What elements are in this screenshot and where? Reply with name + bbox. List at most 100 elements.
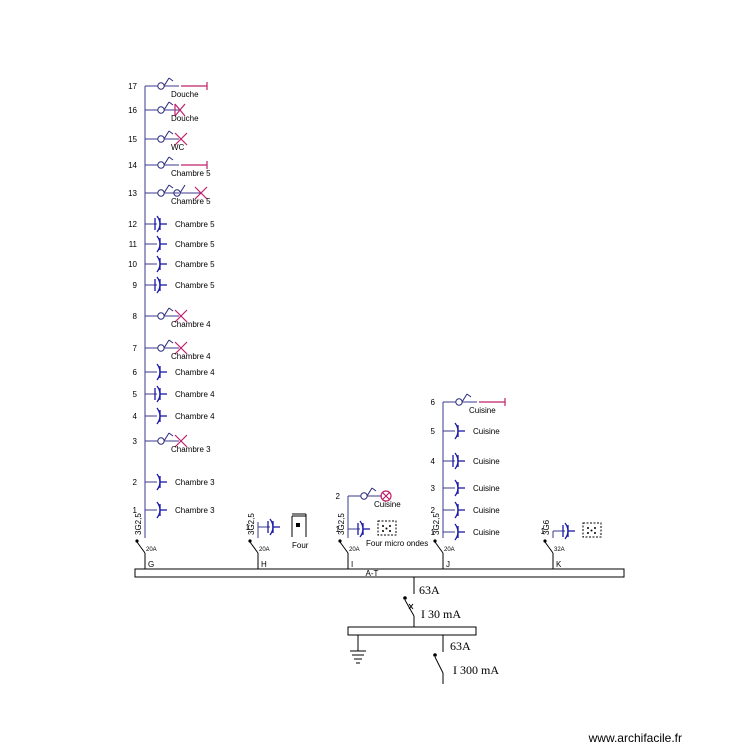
branch-breaker — [135, 539, 146, 569]
circuit: 12 Chambre 5 — [128, 215, 215, 233]
circuit-label: Cuisine — [473, 457, 500, 466]
busbar-label: A-T — [366, 569, 379, 578]
circuit-label: Chambre 5 — [175, 240, 215, 249]
breaker-rating: 20A — [349, 547, 360, 553]
circuit-number: 7 — [133, 344, 138, 353]
feed-breaker — [433, 635, 444, 684]
circuit-label: Cuisine — [473, 484, 500, 493]
circuit-number: 4 — [133, 412, 138, 421]
cable-spec: 3G2,5 — [134, 513, 143, 535]
watermark: www.archifacile.fr — [588, 731, 682, 745]
cable-spec: 3G6 — [542, 519, 551, 535]
main-breaker-rating: 63A — [419, 583, 440, 597]
circuit-label: Cuisine — [473, 506, 500, 515]
feed-breaker-diff: I 300 mA — [453, 663, 499, 677]
supply-busbar — [347, 626, 477, 636]
circuit-number: 16 — [128, 106, 137, 115]
circuit-label: Chambre 5 — [175, 220, 215, 229]
circuit: 9 Chambre 5 — [133, 276, 215, 294]
circuit-number: 1 — [133, 506, 138, 515]
circuit: 1 Cuisine — [431, 523, 500, 541]
cable-spec: 3G2,5 — [337, 513, 346, 535]
earth-icon — [350, 635, 366, 664]
circuit-number: 2 — [431, 506, 436, 515]
branch-breaker — [338, 539, 349, 569]
branch-breaker — [433, 539, 444, 569]
circuit-label: Chambre 5 — [171, 197, 211, 206]
branch-breaker — [543, 539, 554, 569]
circuit-number: 4 — [431, 457, 436, 466]
circuit-label: Chambre 4 — [175, 368, 215, 377]
breaker-rating: 20A — [444, 547, 455, 553]
circuit-label: Chambre 3 — [175, 506, 215, 515]
circuit-number: 10 — [128, 260, 137, 269]
circuit-label: Four micro ondes — [366, 539, 428, 548]
circuit-number: 17 — [128, 82, 137, 91]
branch-letter: H — [261, 560, 267, 569]
circuit-label: Chambre 4 — [175, 412, 215, 421]
circuit-label: Cuisine — [374, 500, 401, 509]
circuit-number: 1 — [246, 523, 251, 532]
circuit-number: 9 — [133, 281, 138, 290]
branch-letter: J — [446, 560, 450, 569]
circuit-label: Chambre 4 — [171, 352, 211, 361]
main-busbar — [134, 568, 625, 578]
circuit-label: Chambre 5 — [175, 281, 215, 290]
circuit: 1 — [541, 522, 602, 540]
circuit-number: 14 — [128, 161, 137, 170]
circuit-number: 12 — [128, 220, 137, 229]
feed-breaker-rating: 63A — [450, 639, 471, 653]
circuit-label: Douche — [171, 114, 199, 123]
circuit-label: Chambre 5 — [171, 169, 211, 178]
circuit-label: Cuisine — [473, 528, 500, 537]
circuit: 1 Chambre 3 — [133, 501, 215, 519]
circuit-number: 8 — [133, 312, 138, 321]
circuit-number: 11 — [129, 240, 138, 249]
circuit-label: Chambre 4 — [175, 390, 215, 399]
circuit-label: WC — [171, 143, 185, 152]
circuit-label: Four — [292, 541, 309, 550]
circuit: 11 Chambre 5 — [129, 235, 215, 253]
circuit-number: 3 — [133, 437, 138, 446]
circuit-number: 13 — [128, 189, 137, 198]
circuit-number: 5 — [133, 390, 138, 399]
circuit-number: 1 — [336, 525, 341, 534]
circuit-label: Chambre 5 — [175, 260, 215, 269]
breaker-rating: 20A — [259, 547, 270, 553]
branch-letter: I — [351, 560, 353, 569]
circuit-label: Chambre 4 — [171, 320, 211, 329]
branch-letter: G — [148, 560, 154, 569]
circuit-label: Chambre 3 — [175, 478, 215, 487]
circuit-number: 2 — [336, 492, 341, 501]
main-breaker — [403, 577, 415, 627]
circuit-number: 6 — [133, 368, 138, 377]
circuit-number: 1 — [431, 528, 436, 537]
circuit: 5 Chambre 4 — [133, 385, 215, 403]
circuit: 3 Cuisine — [431, 479, 500, 497]
circuit-label: Douche — [171, 90, 199, 99]
circuit-label: Cuisine — [469, 406, 496, 415]
branch-breaker — [248, 539, 259, 569]
circuit-number: 1 — [541, 527, 546, 536]
circuit-number: 3 — [431, 484, 436, 493]
circuit: 2 Cuisine — [431, 501, 500, 519]
